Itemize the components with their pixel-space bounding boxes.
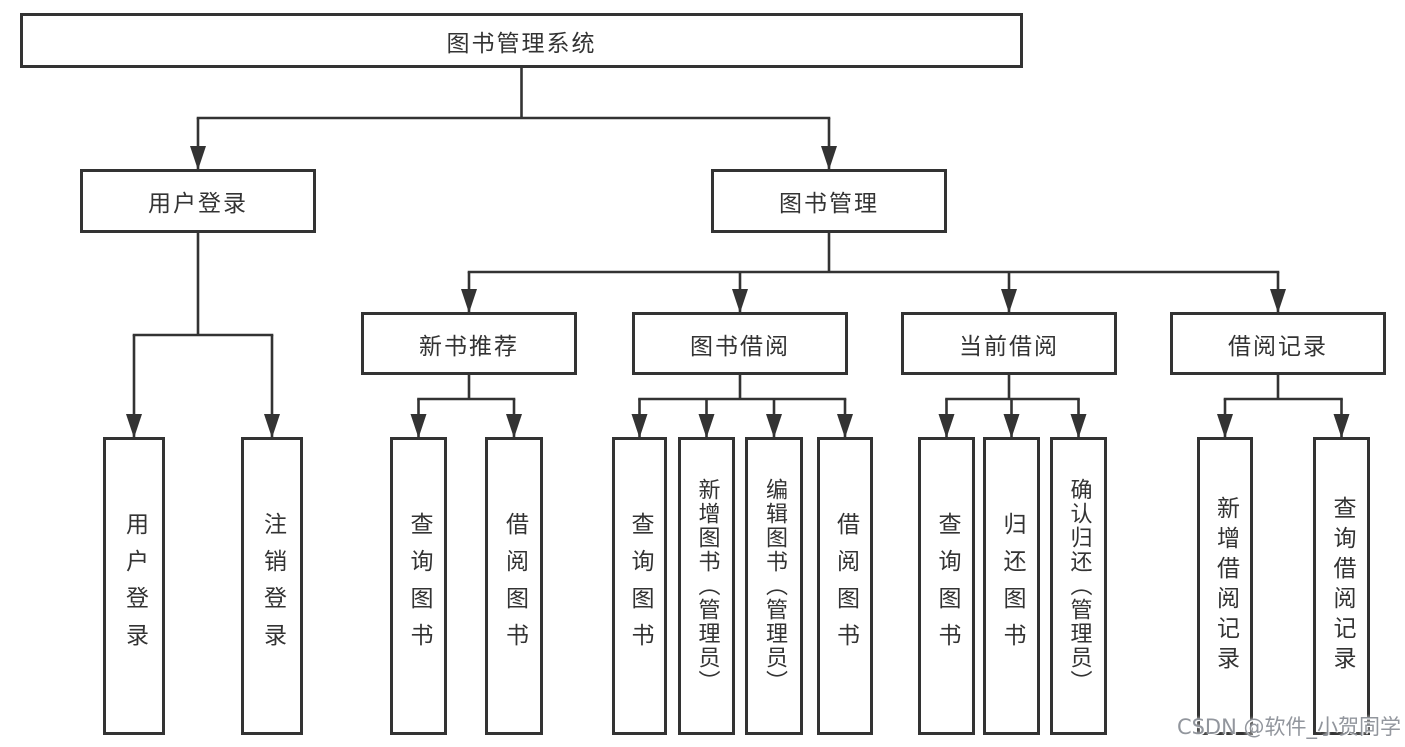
- arrowhead-icon: [766, 414, 782, 438]
- node-label: 归还图书: [999, 512, 1025, 660]
- arrowhead-icon: [631, 414, 648, 438]
- diagram-node-l8: 借阅图书: [817, 437, 873, 735]
- node-label: 新增借阅记录: [1212, 496, 1239, 676]
- node-label: 查询借阅记录: [1329, 496, 1355, 676]
- node-label: 注销登录: [259, 512, 286, 660]
- diagram-node-l11: 确认归还（管理员）: [1050, 437, 1107, 735]
- arrowhead-icon: [938, 414, 955, 438]
- node-label: 查询图书: [627, 512, 653, 660]
- diagram-node-l3: 查询图书: [390, 437, 447, 735]
- diagram-node-l5: 查询图书: [612, 437, 667, 735]
- arrowhead-icon: [506, 414, 522, 438]
- diagram-node-l13: 查询借阅记录: [1313, 437, 1370, 735]
- node-label: 查询图书: [934, 512, 960, 660]
- arrowhead-icon: [264, 414, 280, 438]
- diagram-node-l7: 编辑图书（管理员）: [745, 437, 803, 735]
- node-label: 新增图书（管理员）: [694, 478, 720, 694]
- arrowhead-icon: [410, 414, 427, 438]
- diagram-node-l2: 注销登录: [241, 437, 303, 735]
- arrowhead-icon: [1003, 414, 1020, 438]
- node-label: 确认归还（管理员）: [1066, 478, 1092, 694]
- diagram-node-records: 借阅记录: [1170, 312, 1386, 375]
- node-label: 当前借阅: [959, 333, 1059, 360]
- arrowhead-icon: [1001, 289, 1017, 313]
- diagram-node-l12: 新增借阅记录: [1197, 437, 1253, 735]
- diagram-node-l9: 查询图书: [918, 437, 975, 735]
- arrowhead-icon: [698, 414, 715, 438]
- arrowhead-icon: [1217, 414, 1233, 438]
- arrowhead-icon: [1333, 414, 1350, 438]
- node-label: 用户登录: [148, 191, 248, 217]
- diagram-node-borrow: 图书借阅: [632, 312, 848, 375]
- diagram-node-l4: 借阅图书: [485, 437, 543, 735]
- arrowhead-icon: [732, 289, 748, 313]
- diagram-node-current: 当前借阅: [901, 312, 1117, 375]
- arrowhead-icon: [126, 414, 142, 438]
- arrowhead-icon: [1270, 289, 1286, 313]
- node-label: 用户登录: [121, 512, 148, 660]
- arrowhead-icon: [190, 146, 206, 170]
- node-label: 借阅图书: [832, 512, 859, 660]
- diagram-node-newbook: 新书推荐: [361, 312, 577, 375]
- diagram-node-login: 用户登录: [80, 169, 316, 233]
- arrowhead-icon: [461, 289, 477, 313]
- node-label: 查询图书: [406, 512, 432, 660]
- node-label: 借阅记录: [1228, 333, 1328, 360]
- arrowhead-icon: [837, 414, 853, 438]
- diagram-node-root: 图书管理系统: [20, 13, 1023, 68]
- arrowhead-icon: [1070, 414, 1087, 438]
- diagram-node-mgmt: 图书管理: [711, 169, 947, 233]
- watermark: CSDN @软件_小贺同学: [1176, 715, 1401, 739]
- node-label: 图书管理: [779, 191, 879, 217]
- node-label: 编辑图书（管理员）: [762, 478, 787, 694]
- node-label: 图书借阅: [690, 333, 790, 360]
- diagram-node-l10: 归还图书: [983, 437, 1040, 735]
- diagram-node-l6: 新增图书（管理员）: [678, 437, 735, 735]
- node-label: 新书推荐: [419, 333, 519, 360]
- node-label: 借阅图书: [501, 512, 528, 660]
- node-label: 图书管理系统: [446, 30, 597, 57]
- arrowhead-icon: [821, 146, 837, 170]
- diagram-node-l1: 用户登录: [103, 437, 165, 735]
